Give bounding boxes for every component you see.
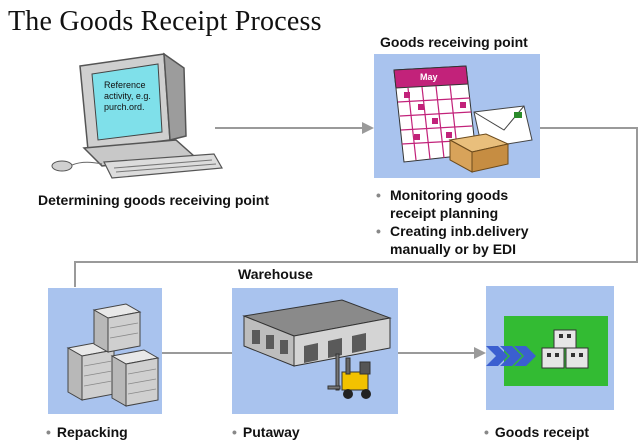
determining-label: Determining goods receiving point	[38, 192, 270, 208]
bullet-glyph: •	[376, 187, 381, 203]
flow-line-return	[74, 127, 638, 287]
receiving-point-panel: May	[374, 54, 540, 178]
bullet-monitoring: • Monitoring goods receipt planning	[376, 187, 509, 221]
computer-illustration: Reference activity, e.g. purch.ord.	[44, 44, 224, 184]
computer-icon	[51, 52, 223, 179]
flow-arrowhead-top	[362, 122, 374, 134]
calendar-envelope-icon: May	[393, 65, 533, 173]
bullet-creating: • Creating inb.delivery manually or by E…	[376, 223, 529, 257]
bullet-glyph: •	[484, 424, 489, 440]
step-repacking: •Repacking	[46, 424, 128, 440]
bullet-glyph: •	[232, 424, 237, 440]
warehouse-forklift-icon	[242, 299, 392, 399]
bullet-glyph: •	[46, 424, 51, 440]
flow-arrowhead-bottom	[474, 347, 486, 359]
step-putaway: •Putaway	[232, 424, 300, 440]
bullet-glyph: •	[376, 223, 381, 239]
screen-text: Reference activity, e.g. purch.ord.	[104, 80, 151, 112]
stacked-boxes-icon	[66, 303, 160, 407]
repacking-panel	[48, 288, 162, 414]
calendar-month: May	[420, 72, 438, 82]
receiving-point-heading: Goods receiving point	[380, 34, 528, 50]
goods-receipt-panel	[486, 286, 614, 410]
receiving-bullets: • Monitoring goods receipt planning • Cr…	[376, 186, 576, 258]
putaway-panel	[232, 288, 398, 414]
page-title: The Goods Receipt Process	[8, 6, 322, 37]
warehouse-heading: Warehouse	[238, 266, 313, 282]
goods-receipt-icon	[486, 316, 608, 386]
step-goods-receipt: •Goods receipt	[484, 424, 590, 440]
